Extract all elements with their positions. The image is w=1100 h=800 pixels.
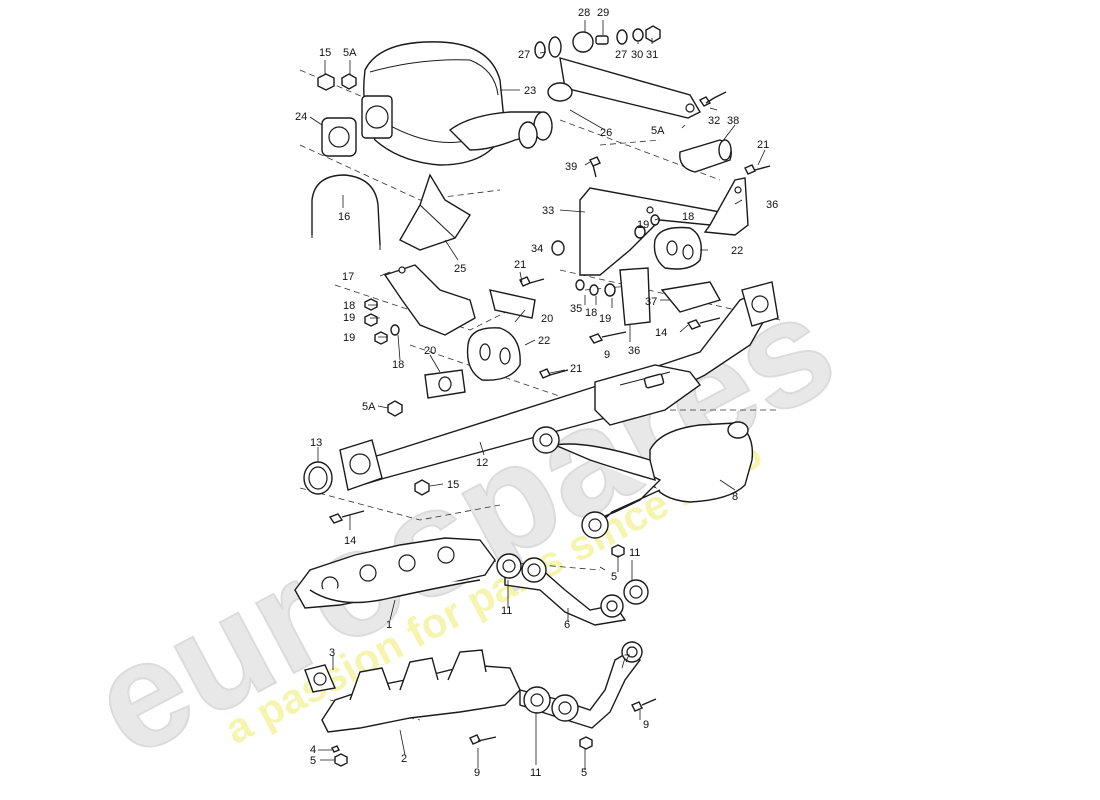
callout-5a: 5A — [362, 401, 376, 413]
mounting-bracket-36 — [703, 177, 749, 236]
callout-36: 36 — [766, 199, 778, 211]
callout-14: 14 — [655, 327, 667, 339]
callout-19: 19 — [343, 332, 355, 344]
callout-28: 28 — [578, 7, 590, 19]
callout-4: 4 — [310, 744, 316, 756]
callout-33: 33 — [542, 205, 554, 217]
callout-34: 34 — [531, 243, 543, 255]
callout-11: 11 — [501, 605, 512, 617]
callout-39: 39 — [565, 161, 577, 173]
callout-18: 18 — [682, 211, 694, 223]
callout-26: 26 — [600, 127, 612, 139]
intermediate-pipe-7 — [519, 641, 643, 729]
callout-15: 15 — [319, 47, 331, 59]
gasket-24 — [321, 117, 357, 157]
callout-7: 7 — [624, 653, 630, 665]
callout-19: 19 — [637, 219, 649, 231]
u-bolt — [311, 174, 381, 250]
callout-5: 5 — [581, 767, 587, 779]
exhaust-manifold-upper — [294, 537, 496, 609]
gasket-13 — [303, 461, 333, 495]
misc-fasteners — [328, 156, 771, 767]
rubber-mount-upper — [653, 226, 702, 270]
callout-11: 11 — [530, 767, 541, 779]
callout-15: 15 — [447, 479, 459, 491]
callout-30: 30 — [631, 49, 643, 61]
hanger-bar — [547, 57, 701, 119]
callout-20: 20 — [424, 345, 436, 357]
callout-13: 13 — [310, 437, 322, 449]
callout-5: 5 — [310, 755, 316, 767]
callout-5: 5 — [611, 571, 617, 583]
nuts-top-left — [317, 73, 357, 91]
callout-21: 21 — [570, 363, 582, 375]
callout-11: 11 — [629, 547, 640, 559]
callout-27: 27 — [518, 49, 530, 61]
front-exhaust-pipe — [339, 281, 779, 491]
callout-3: 3 — [329, 647, 335, 659]
tailpipe-tip — [679, 91, 732, 173]
callout-17: 17 — [342, 271, 354, 283]
callout-36: 36 — [628, 345, 640, 357]
intermediate-pipe-6 — [496, 553, 649, 626]
callout-20: 20 — [541, 313, 553, 325]
callout-12: 12 — [476, 457, 488, 469]
callout-5a: 5A — [651, 125, 665, 137]
callout-21: 21 — [757, 139, 769, 151]
callout-9: 9 — [604, 349, 610, 361]
callout-31: 31 — [646, 49, 658, 61]
callout-23: 23 — [524, 85, 536, 97]
callout-37: 37 — [645, 296, 657, 308]
callout-9: 9 — [474, 767, 480, 779]
callout-16: 16 — [338, 211, 350, 223]
callout-6: 6 — [564, 619, 570, 631]
callout-5a: 5A — [343, 47, 357, 59]
callout-18: 18 — [392, 359, 404, 371]
callout-25: 25 — [454, 263, 466, 275]
rubber-mount-lower — [466, 327, 521, 381]
callout-1: 1 — [386, 619, 392, 631]
callout-38: 38 — [727, 115, 739, 127]
rear-silencer — [361, 41, 553, 166]
callout-14: 14 — [344, 535, 356, 547]
callout-8: 8 — [732, 491, 738, 503]
heat-shield — [399, 173, 471, 251]
callout-9: 9 — [643, 719, 649, 731]
mounting-bracket-20-upper — [489, 289, 536, 319]
callout-24: 24 — [295, 111, 307, 123]
callout-32: 32 — [708, 115, 720, 127]
callout-21: 21 — [514, 259, 526, 271]
mounting-bracket-17 — [383, 264, 476, 336]
callout-2: 2 — [401, 753, 407, 765]
callout-22: 22 — [538, 335, 550, 347]
mounting-bracket-37 — [619, 267, 722, 326]
callout-labels: 15 5A 28 29 27 27 30 31 23 24 32 38 26 5… — [295, 7, 778, 779]
callout-19: 19 — [599, 313, 611, 325]
callout-18: 18 — [343, 300, 355, 312]
mounting-bracket-33 — [579, 187, 722, 276]
leader-lines — [309, 20, 766, 770]
front-silencer — [532, 421, 754, 539]
callout-22: 22 — [731, 245, 743, 257]
callout-35: 35 — [570, 303, 582, 315]
callout-27: 27 — [615, 49, 627, 61]
callout-18: 18 — [585, 307, 597, 319]
callout-19: 19 — [343, 312, 355, 324]
callout-29: 29 — [597, 7, 609, 19]
top-fastener-group — [534, 25, 661, 59]
